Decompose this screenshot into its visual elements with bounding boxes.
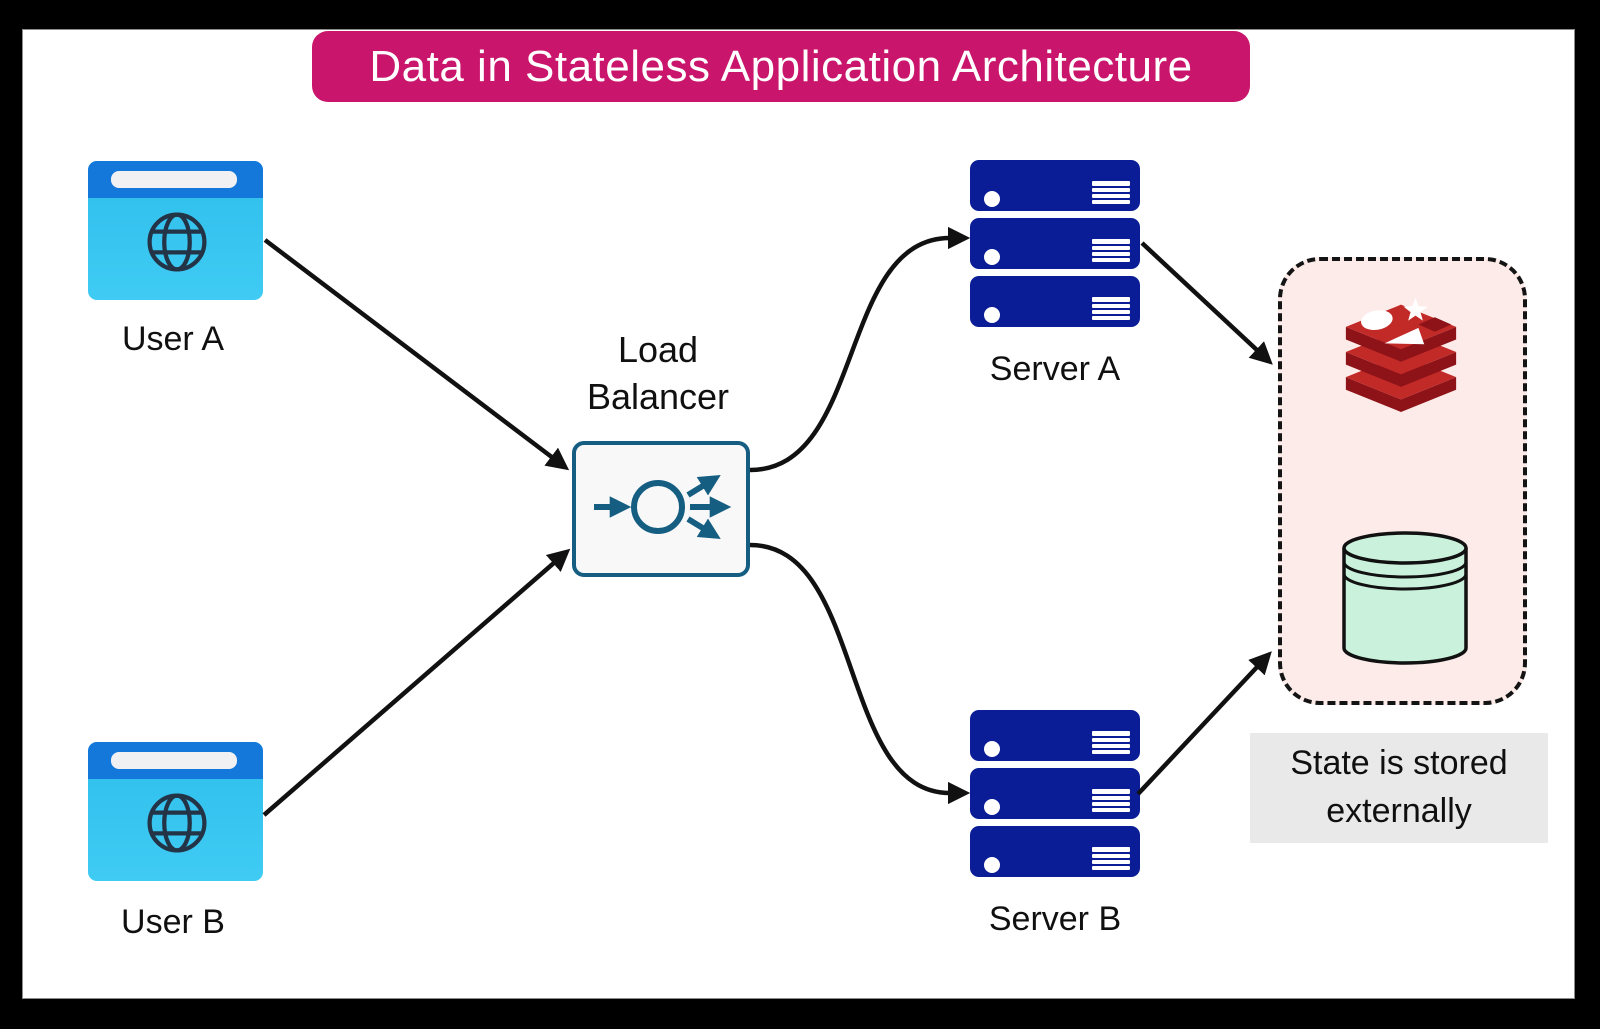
user-b-label: User B [121,903,225,941]
led-dot [984,799,1000,815]
vent-lines-icon [1092,847,1130,872]
address-bar [111,752,237,769]
led-dot [984,249,1000,265]
redis-logo-icon [1345,297,1457,412]
globe-icon [147,793,207,853]
external-state-note: State is stored externally [1250,733,1548,843]
load-balancer-box [572,441,750,577]
server-unit [970,826,1140,877]
browser-icon-user-a [88,161,263,300]
vent-lines-icon [1092,789,1130,814]
vent-lines-icon [1092,297,1130,322]
server-unit [970,218,1140,269]
led-dot [984,307,1000,323]
server-unit [970,276,1140,327]
title-banner: Data in Stateless Application Architectu… [312,31,1250,102]
server-unit [970,710,1140,761]
globe-icon [147,212,207,272]
vent-lines-icon [1092,181,1130,206]
database-cylinder-icon [1342,531,1468,665]
server-stack-icon-server-a [970,160,1140,327]
led-dot [984,191,1000,207]
user-a-label: User A [121,320,225,358]
page-title: Data in Stateless Application Architectu… [369,41,1193,91]
led-dot [984,741,1000,757]
load-balancer-icon [594,474,732,540]
server-a-label: Server A [989,350,1121,388]
server-unit [970,160,1140,211]
server-stack-icon-server-b [970,710,1140,877]
server-b-label: Server B [988,900,1122,938]
server-unit [970,768,1140,819]
vent-lines-icon [1092,731,1130,756]
vent-lines-icon [1092,239,1130,264]
browser-icon-user-b [88,742,263,881]
load-balancer-label: Load Balancer [586,329,730,417]
address-bar [111,171,237,188]
led-dot [984,857,1000,873]
